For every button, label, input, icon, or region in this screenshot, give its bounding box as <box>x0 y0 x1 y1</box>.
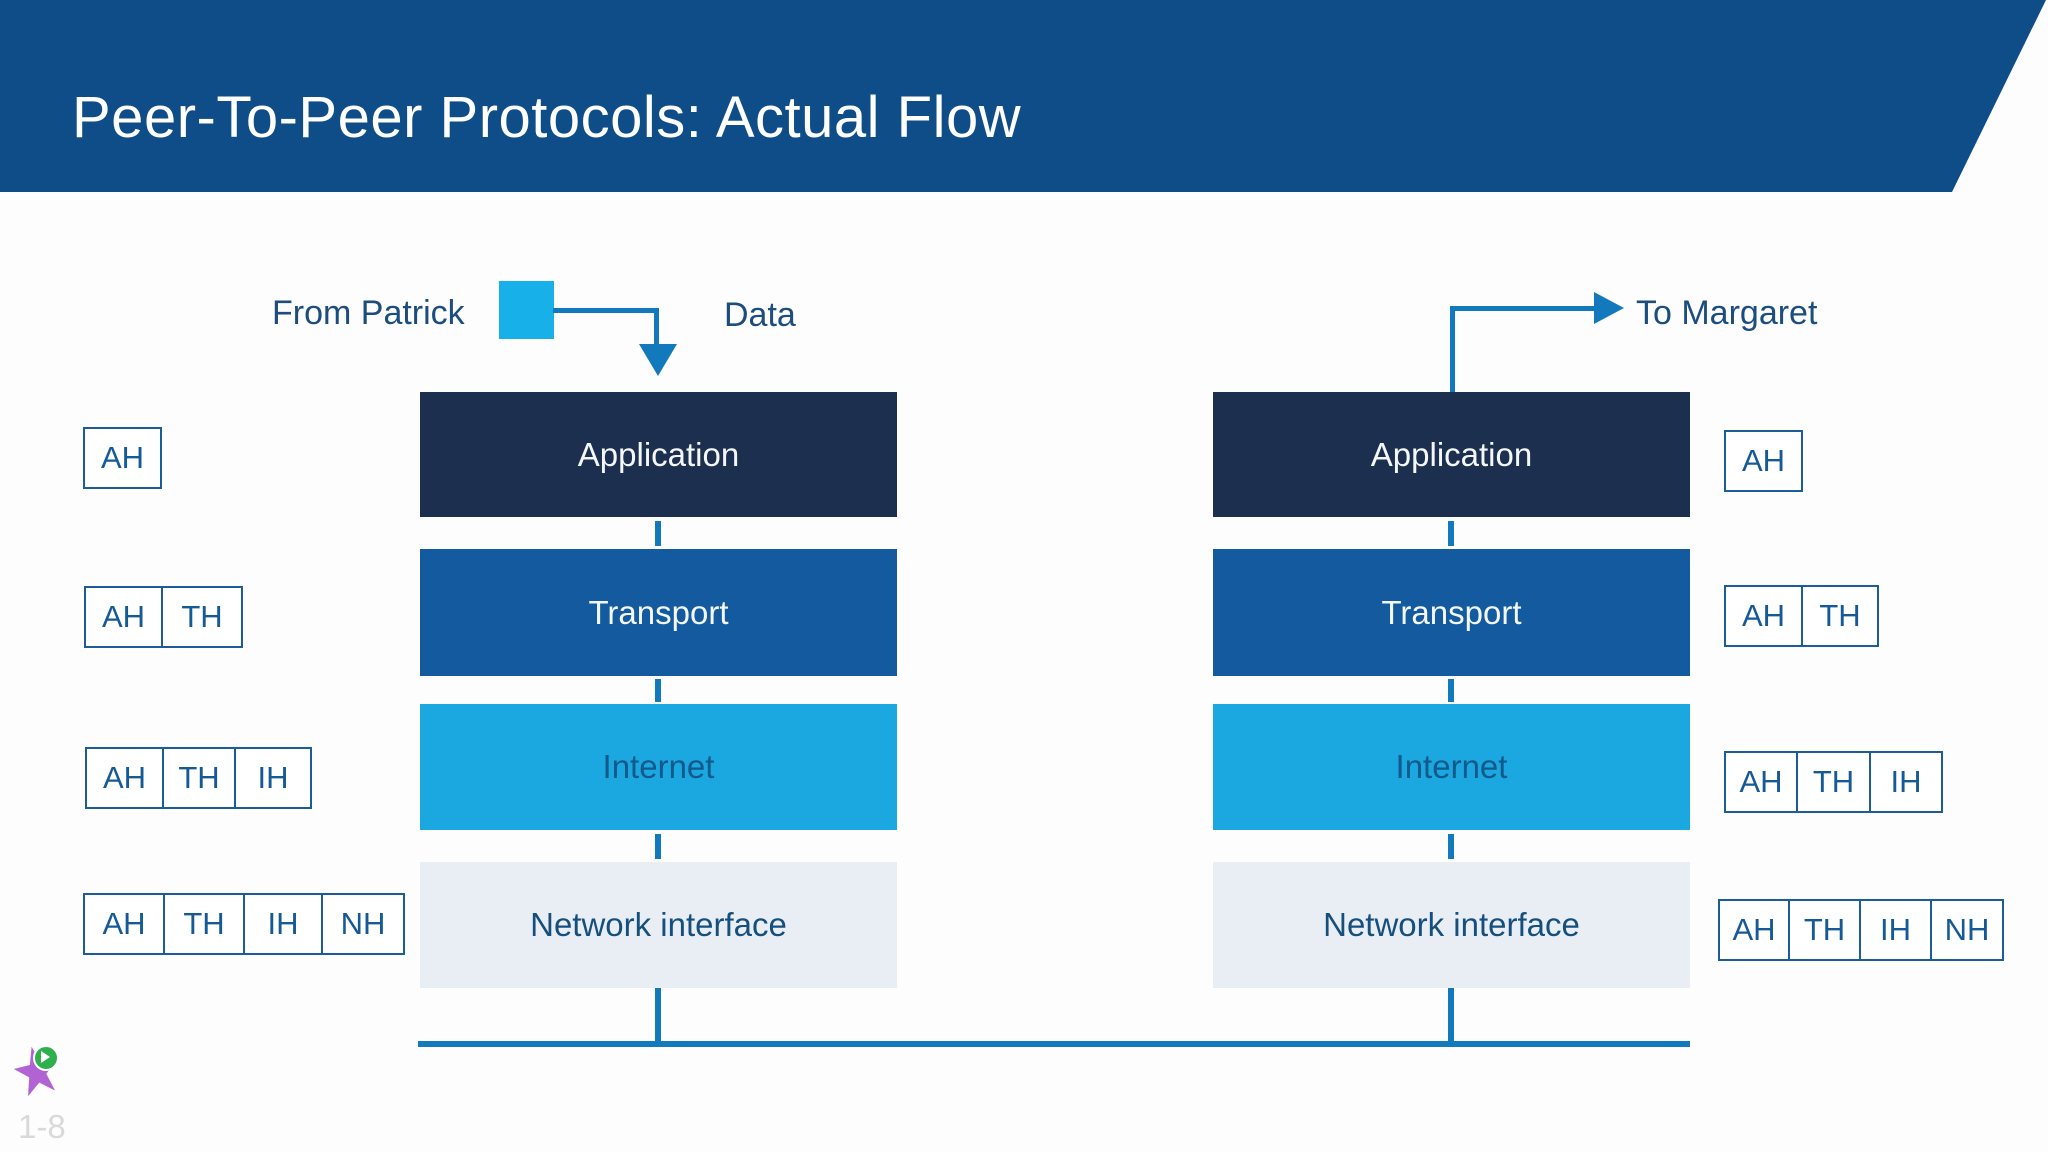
title-banner: Peer-To-Peer Protocols: Actual Flow <box>0 0 2046 192</box>
right-network-interface-layer: Network interface <box>1213 862 1690 988</box>
to-margaret-label: To Margaret <box>1636 294 1818 332</box>
header-cell-ih: IH <box>1861 899 1932 961</box>
header-cell-ah: AH <box>83 893 165 955</box>
header-cell-ah: AH <box>1724 751 1798 813</box>
left-arrow-vertical-line <box>654 308 659 348</box>
left-transport-layer: Transport <box>420 549 897 676</box>
header-cell-ah: AH <box>85 747 164 809</box>
right-connector-3 <box>1448 834 1454 859</box>
data-packet-square <box>499 281 554 339</box>
header-cell-nh: NH <box>323 893 405 955</box>
right-arrow-horizontal-line <box>1450 306 1596 311</box>
arrow-down-icon <box>639 344 677 376</box>
right-header-row-transport: AH TH <box>1724 585 1879 647</box>
header-cell-th: TH <box>163 586 243 648</box>
header-cell-ah: AH <box>84 586 163 648</box>
left-application-layer: Application <box>420 392 897 517</box>
right-header-row-network: AH TH IH NH <box>1718 899 2004 961</box>
data-label: Data <box>724 296 796 334</box>
header-cell-ih: IH <box>245 893 323 955</box>
left-connector-to-wire <box>655 988 661 1043</box>
left-arrow-horizontal-line <box>553 308 657 313</box>
header-cell-ih: IH <box>236 747 312 809</box>
arrow-right-icon <box>1594 292 1624 324</box>
right-header-row-application: AH <box>1724 430 1803 492</box>
right-connector-1 <box>1448 521 1454 546</box>
right-application-layer: Application <box>1213 392 1690 517</box>
from-patrick-label: From Patrick <box>272 294 465 332</box>
left-connector-1 <box>655 521 661 546</box>
page-number: 1-8 <box>18 1108 66 1145</box>
header-cell-ah: AH <box>1724 430 1803 492</box>
left-connector-3 <box>655 834 661 859</box>
header-cell-ih: IH <box>1871 751 1943 813</box>
header-cell-th: TH <box>1790 899 1861 961</box>
right-connector-2 <box>1448 679 1454 702</box>
header-cell-ah: AH <box>1724 585 1803 647</box>
header-cell-ah: AH <box>83 427 162 489</box>
left-header-row-transport: AH TH <box>84 586 243 648</box>
left-network-interface-layer: Network interface <box>420 862 897 988</box>
header-cell-th: TH <box>164 747 236 809</box>
right-transport-layer: Transport <box>1213 549 1690 676</box>
header-cell-th: TH <box>165 893 245 955</box>
right-internet-layer: Internet <box>1213 704 1690 830</box>
left-header-row-internet: AH TH IH <box>85 747 312 809</box>
right-connector-to-wire <box>1448 988 1454 1043</box>
left-internet-layer: Internet <box>420 704 897 830</box>
page-title: Peer-To-Peer Protocols: Actual Flow <box>72 85 1022 150</box>
network-wire-line <box>418 1041 1690 1047</box>
left-header-row-application: AH <box>83 427 162 489</box>
header-cell-th: TH <box>1803 585 1879 647</box>
header-cell-th: TH <box>1798 751 1871 813</box>
left-header-row-network: AH TH IH NH <box>83 893 405 955</box>
header-cell-nh: NH <box>1932 899 2004 961</box>
right-header-row-internet: AH TH IH <box>1724 751 1943 813</box>
left-connector-2 <box>655 679 661 702</box>
header-cell-ah: AH <box>1718 899 1790 961</box>
right-arrow-vertical-line <box>1450 306 1455 392</box>
play-triangle-icon <box>41 1051 50 1063</box>
